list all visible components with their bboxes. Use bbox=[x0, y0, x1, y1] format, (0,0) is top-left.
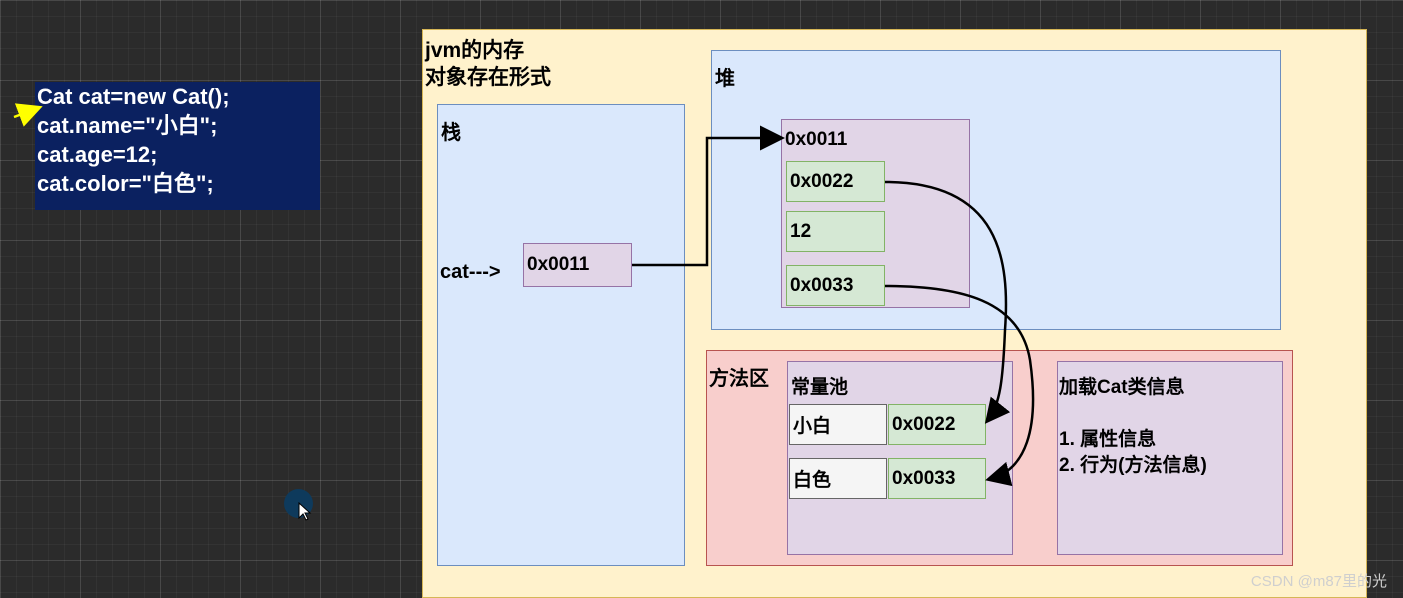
constant-text: 小白 bbox=[789, 404, 887, 445]
stack-to-heap-arrow bbox=[632, 125, 785, 267]
jvm-title-line1: jvm的内存 bbox=[425, 39, 525, 62]
class-info-box bbox=[1057, 361, 1283, 555]
class-info-item: 2. 行为(方法信息) bbox=[1059, 455, 1207, 476]
constant-text: 白色 bbox=[789, 458, 887, 499]
code-line: cat.name="小白"; bbox=[37, 113, 218, 138]
stack-variable-cell: 0x0011 bbox=[523, 243, 632, 287]
field-name: 0x0022 bbox=[786, 161, 885, 202]
cursor-icon bbox=[298, 502, 312, 521]
code-line: cat.age=12; bbox=[37, 142, 158, 167]
object-address: 0x0011 bbox=[785, 129, 848, 150]
constant-address: 0x0022 bbox=[888, 404, 986, 445]
method-area-label: 方法区 bbox=[709, 368, 769, 390]
field-age: 12 bbox=[786, 211, 885, 252]
code-snippet: Cat cat=new Cat(); cat.name="小白"; cat.ag… bbox=[35, 82, 320, 210]
stack-variable-label: cat---> bbox=[440, 261, 501, 283]
color-reference-arrow bbox=[884, 284, 1035, 487]
class-info-item: 1. 属性信息 bbox=[1059, 429, 1157, 450]
constant-pool-label: 常量池 bbox=[791, 377, 849, 398]
jvm-title-line2: 对象存在形式 bbox=[425, 66, 551, 89]
stack-box bbox=[437, 104, 685, 566]
name-reference-arrow bbox=[884, 180, 1011, 424]
class-info-title: 加载Cat类信息 bbox=[1059, 377, 1185, 398]
watermark: CSDN @m87里的光 bbox=[1250, 573, 1387, 590]
code-line: Cat cat=new Cat(); bbox=[37, 84, 230, 109]
constant-address: 0x0033 bbox=[888, 458, 986, 499]
stack-label: 栈 bbox=[441, 122, 461, 144]
pointer-arrow-icon bbox=[13, 103, 43, 127]
jvm-title: jvm的内存 对象存在形式 bbox=[425, 37, 551, 91]
code-line: cat.color="白色"; bbox=[37, 171, 214, 196]
heap-label: 堆 bbox=[715, 68, 735, 90]
field-color: 0x0033 bbox=[786, 265, 885, 306]
